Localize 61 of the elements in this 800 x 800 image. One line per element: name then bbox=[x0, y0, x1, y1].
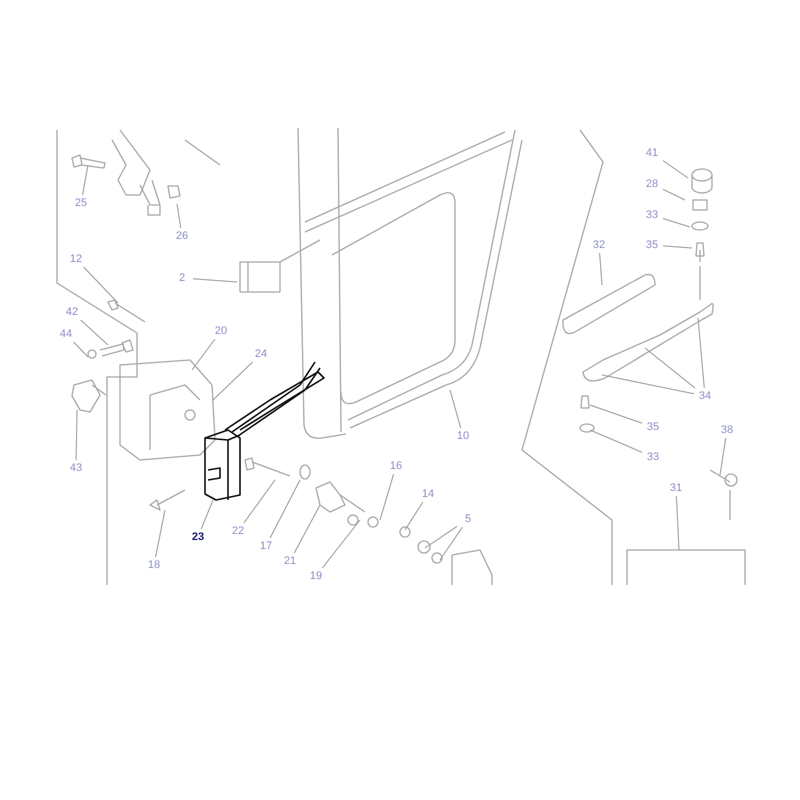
leader-line bbox=[294, 504, 320, 554]
callout-number: 33 bbox=[643, 450, 663, 464]
callout-number: 17 bbox=[256, 539, 276, 553]
leader-line bbox=[662, 245, 692, 248]
leader-line bbox=[176, 204, 182, 228]
callout-number: 25 bbox=[71, 196, 91, 210]
leader-line bbox=[662, 218, 690, 228]
callout-number: 28 bbox=[642, 177, 662, 191]
callout-number: 10 bbox=[453, 429, 473, 443]
callout-number: 19 bbox=[306, 569, 326, 583]
callout-number: 35 bbox=[643, 420, 663, 434]
leader-line bbox=[662, 188, 686, 200]
leader-line bbox=[243, 480, 276, 524]
leader-line bbox=[76, 410, 78, 460]
leader-line bbox=[192, 338, 216, 370]
callout-number: 22 bbox=[228, 524, 248, 538]
leader-line bbox=[83, 266, 118, 304]
leader-line bbox=[602, 374, 694, 394]
leader-line bbox=[676, 496, 680, 550]
leader-line bbox=[322, 520, 360, 568]
leader-line bbox=[200, 500, 214, 530]
callout-number: 32 bbox=[589, 238, 609, 252]
leader-line bbox=[599, 252, 602, 286]
callout-number: 20 bbox=[211, 324, 231, 338]
leader-line bbox=[662, 160, 688, 178]
callout-number: 33 bbox=[642, 208, 662, 222]
leader-line bbox=[192, 278, 238, 282]
callout-number: 35 bbox=[642, 238, 662, 252]
callout-number: 14 bbox=[418, 487, 438, 501]
callout-number: 23 bbox=[188, 530, 208, 544]
leader-line bbox=[424, 526, 458, 548]
callout-number: 38 bbox=[717, 423, 737, 437]
callout-number: 31 bbox=[666, 481, 686, 495]
callout-number: 26 bbox=[172, 229, 192, 243]
callout-number: 21 bbox=[280, 554, 300, 568]
leader-line bbox=[80, 320, 108, 346]
leader-line bbox=[155, 510, 166, 558]
leader-line bbox=[698, 318, 705, 388]
leader-line bbox=[590, 430, 642, 453]
callout-number: 12 bbox=[66, 252, 86, 266]
leader-line bbox=[380, 474, 394, 520]
leader-line bbox=[720, 438, 726, 476]
leader-line bbox=[590, 404, 642, 424]
callout-number: 18 bbox=[144, 558, 164, 572]
leader-line bbox=[73, 342, 88, 358]
callout-number: 43 bbox=[66, 461, 86, 475]
callout-number: 5 bbox=[458, 512, 478, 526]
leader-line bbox=[404, 502, 424, 530]
callout-number: 16 bbox=[386, 459, 406, 473]
callout-number: 2 bbox=[172, 271, 192, 285]
leader-line bbox=[440, 526, 464, 560]
callout-number: 42 bbox=[62, 305, 82, 319]
callout-number: 24 bbox=[251, 347, 271, 361]
callout-number: 44 bbox=[56, 327, 76, 341]
callout-number: 34 bbox=[695, 389, 715, 403]
leader-line bbox=[82, 164, 88, 196]
leader-line bbox=[644, 348, 696, 388]
leader-line bbox=[212, 362, 254, 400]
leader-line bbox=[450, 390, 462, 428]
leader-line bbox=[270, 480, 300, 538]
callout-number: 41 bbox=[642, 146, 662, 160]
